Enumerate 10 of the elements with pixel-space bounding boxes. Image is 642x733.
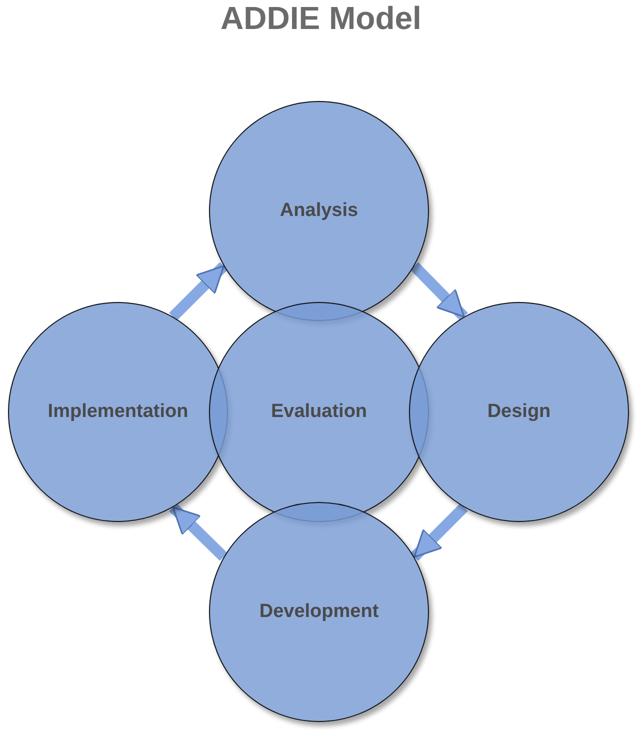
phase-label: Evaluation [270, 401, 368, 423]
arrow [169, 262, 228, 321]
diagram-title: ADDIE Model [220, 0, 422, 37]
arrow [169, 503, 228, 561]
phase-label: Implementation [48, 401, 188, 423]
phase-label: Design [487, 401, 551, 423]
phase-label: Development [259, 601, 379, 623]
arrow [410, 503, 468, 561]
arrow [410, 262, 468, 321]
phase-label: Analysis [280, 200, 358, 222]
